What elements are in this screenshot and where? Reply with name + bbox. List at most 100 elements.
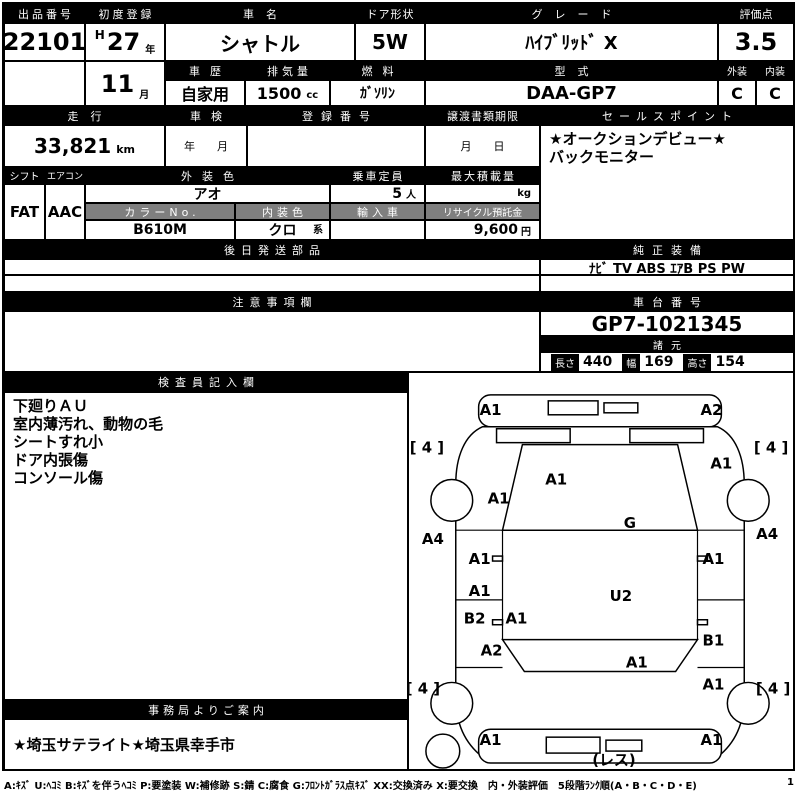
damage-code: A2: [481, 642, 503, 660]
aircon-value: AAC: [45, 184, 85, 240]
equipment-empty-row: [540, 275, 794, 292]
damage-code: A1: [702, 550, 724, 568]
later-parts-row-2: [4, 275, 540, 292]
displacement-label: 排気量: [245, 61, 330, 80]
equipment-value: ﾅﾋﾞ TV ABS ｴｱB PS PW: [540, 259, 794, 275]
damage-code: A1: [702, 675, 724, 693]
month-unit: 月: [139, 90, 150, 101]
damage-code: (レス): [592, 751, 635, 769]
import-label: 輸入車: [330, 203, 425, 220]
inspection-label: 車検: [165, 106, 247, 125]
length-label: 長さ: [551, 353, 579, 371]
exterior-label: 外装: [718, 61, 756, 80]
door-handle-front-left: [491, 555, 504, 562]
interior-grade: C: [756, 80, 794, 106]
exterior-color-value: アオ: [85, 184, 330, 203]
displacement-value: 1500 cc: [245, 80, 330, 106]
shift-value: FAT: [4, 184, 45, 240]
page-number: 1: [787, 777, 794, 788]
history-value: 自家用: [165, 80, 245, 106]
panel-divider-lines: [455, 529, 745, 669]
damage-code: B1: [703, 632, 725, 650]
score-value: 3.5: [718, 23, 794, 61]
chassis-no-value: GP7-1021345: [540, 311, 794, 336]
headlight-left: [495, 427, 571, 444]
score-label: 評価点: [718, 4, 794, 23]
damage-code: A1: [626, 654, 648, 672]
recycle-unit: 円: [521, 226, 531, 238]
shift-label: シフト: [4, 167, 45, 184]
notes-body: [4, 311, 540, 372]
office-info-body: ★埼玉サテライト★埼玉県幸手市: [4, 719, 408, 770]
registration-number-label: 登録番号: [247, 106, 425, 125]
chassis-no-label: 車台番号: [540, 292, 794, 311]
inspector-notes-body: 下廻りＡＵ 室内薄汚れ、動物の毛 シートすれ小 ドア内張傷 コンソール傷: [4, 392, 408, 700]
front-grille: [603, 402, 639, 414]
aircon-label: エアコン: [45, 167, 85, 184]
registration-number-value: [247, 125, 425, 167]
inspector-line-2: 室内薄汚れ、動物の毛: [13, 415, 164, 433]
capacity-unit: 人: [406, 190, 416, 201]
height-label: 高さ: [683, 353, 712, 371]
payload-label: 最大積載量: [425, 167, 540, 184]
inspection-value: 年 月: [165, 125, 247, 167]
rear-window: [501, 638, 699, 673]
damage-code: [ 4 ]: [409, 679, 440, 697]
inspector-line-1: 下廻りＡＵ: [13, 397, 89, 415]
office-info-label: 事務局よりご案内: [4, 700, 408, 719]
displacement-unit: cc: [306, 90, 319, 101]
capacity-label: 乗車定員: [330, 167, 425, 184]
wheel-front-left: [430, 478, 474, 522]
car-name-value: シャトル: [165, 23, 355, 61]
color-no-label: カラーNo.: [85, 203, 235, 220]
damage-code: A1: [480, 401, 502, 419]
recycle-deposit-label: リサイクル預託金: [425, 203, 540, 220]
damage-code: A1: [469, 582, 491, 600]
dimensions-label: 諸元: [540, 336, 794, 352]
headlight-right: [629, 427, 705, 444]
sales-point-value: ★オークションデビュー★ バックモニター: [540, 125, 794, 240]
year-unit: 年: [145, 45, 156, 56]
transfer-deadline-value: 月 日: [425, 125, 540, 167]
width-value: 169: [644, 354, 674, 370]
inspector-line-5: コンソール傷: [13, 469, 104, 487]
equipment-label: 純正装備: [540, 240, 794, 259]
damage-code: [ 4 ]: [410, 439, 444, 457]
damage-code: B2: [464, 610, 486, 628]
damage-code: A4: [756, 525, 778, 543]
damage-code: A1: [488, 489, 510, 507]
mileage-number: 33,821: [34, 134, 112, 158]
color-no-value: B610M: [85, 220, 235, 240]
width-label: 幅: [622, 353, 641, 371]
model-code-value: DAA-GP7: [425, 80, 718, 106]
payload-value: kg: [425, 184, 540, 203]
displacement-number: 1500: [256, 83, 302, 103]
legend-row: A:ｷｽﾞ U:ﾍｺﾐ B:ｷｽﾞを伴うﾍｺﾐ P:要塗装 W:補修跡 S:錆 …: [4, 777, 794, 792]
sales-point-label: セールスポイント: [540, 106, 794, 125]
door-shape-label: ドア形状: [355, 4, 425, 23]
recycle-deposit-value: 9,600 円: [425, 220, 540, 240]
fuel-label: 燃料: [330, 61, 425, 80]
first-registration-month: 11 月: [85, 61, 165, 106]
capacity-number: 5: [392, 185, 402, 202]
car-name-label: 車名: [165, 4, 355, 23]
grade-value: ﾊｲﾌﾞﾘｯﾄﾞ X: [425, 23, 718, 61]
front-plate: [547, 400, 599, 416]
door-handle-rear-right: [696, 619, 709, 626]
damage-code: A1: [469, 550, 491, 568]
auction-no-empty-box: [4, 61, 85, 106]
import-value: [330, 220, 425, 240]
fuel-value: ｶﾞｿﾘﾝ: [330, 80, 425, 106]
year-value: 27: [106, 28, 141, 56]
era-letter: H: [94, 28, 105, 42]
office-info-value: ★埼玉サテライト★埼玉県幸手市: [13, 735, 235, 754]
month-value: 11: [100, 69, 135, 98]
first-registration-label: 初度登録: [85, 4, 165, 23]
door-shape-value: 5W: [355, 23, 425, 61]
rear-plate: [545, 736, 601, 754]
damage-code: [ 4 ]: [756, 679, 790, 697]
